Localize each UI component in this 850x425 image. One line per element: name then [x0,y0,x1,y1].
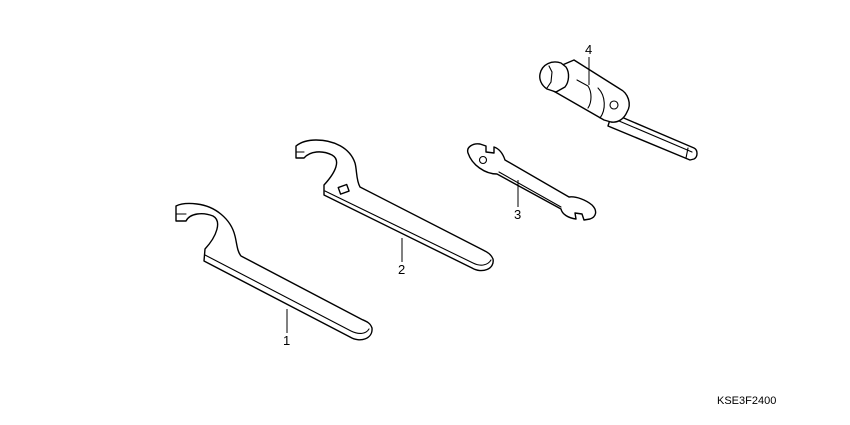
hook-wrench-medium [295,139,494,272]
callout-2: 2 [398,262,405,277]
square-hole [337,183,350,195]
hook-wrench-large [175,202,373,341]
figure-code: KSE3F2400 [717,395,776,407]
callout-1: 1 [283,333,290,348]
socket-wrench [539,59,698,161]
callout-4: 4 [585,42,592,57]
callout-3: 3 [514,207,521,222]
open-end-spanner [466,143,597,221]
